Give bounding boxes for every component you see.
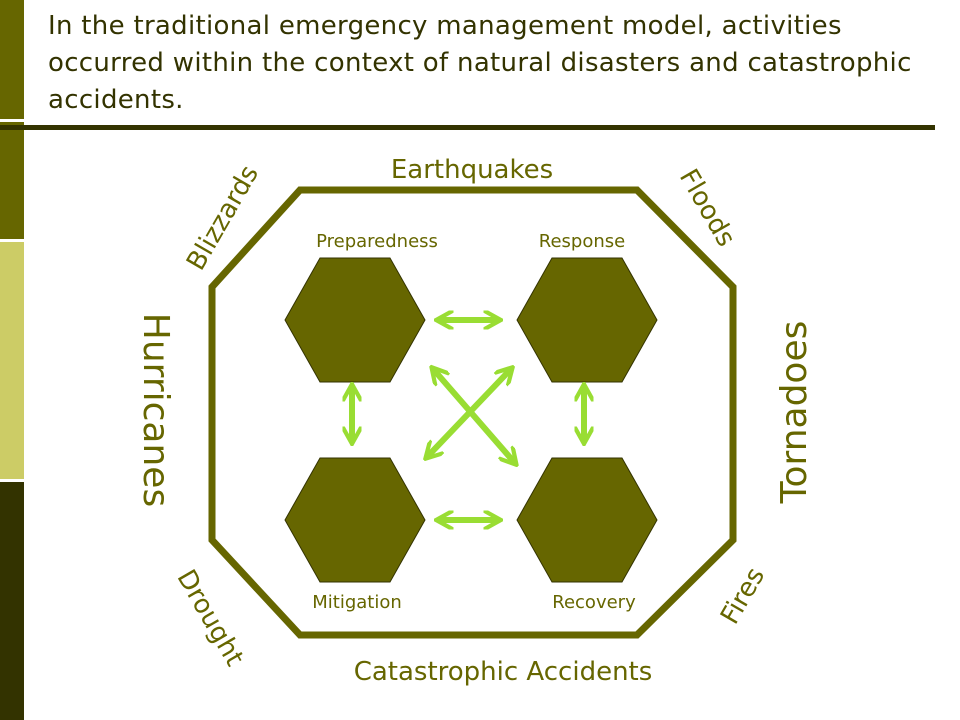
mitigation-hexagon bbox=[284, 457, 426, 583]
label-blizzards: Blizzards bbox=[181, 160, 265, 275]
arrow-diagonal-preparedness-recovery bbox=[434, 370, 514, 462]
label-mitigation: Mitigation bbox=[312, 592, 402, 613]
label-response: Response bbox=[539, 231, 625, 252]
sidebar-block-4 bbox=[0, 480, 24, 720]
preparedness-hexagon bbox=[284, 257, 426, 383]
slide-title: In the traditional emergency management … bbox=[48, 11, 912, 115]
decorative-sidebar bbox=[0, 0, 24, 720]
label-drought: Drought bbox=[171, 565, 250, 672]
outer-octagon bbox=[208, 186, 737, 639]
sidebar-block-3 bbox=[0, 240, 24, 480]
sidebar-block-1 bbox=[0, 0, 24, 120]
label-fires: Fires bbox=[715, 563, 771, 630]
sidebar-divider bbox=[0, 119, 24, 122]
label-catastrophic-accidents: Catastrophic Accidents bbox=[354, 657, 653, 687]
sidebar-divider bbox=[0, 479, 24, 482]
label-preparedness: Preparedness bbox=[316, 231, 438, 252]
label-hurricanes: Hurricanes bbox=[135, 313, 176, 507]
sidebar-divider bbox=[0, 239, 24, 242]
title-rule bbox=[0, 125, 935, 130]
sidebar-block-2 bbox=[0, 120, 24, 240]
label-tornadoes: Tornadoes bbox=[774, 321, 815, 505]
label-earthquakes: Earthquakes bbox=[391, 155, 553, 185]
label-recovery: Recovery bbox=[552, 592, 636, 613]
response-hexagon bbox=[516, 257, 658, 383]
recovery-hexagon bbox=[516, 457, 658, 583]
